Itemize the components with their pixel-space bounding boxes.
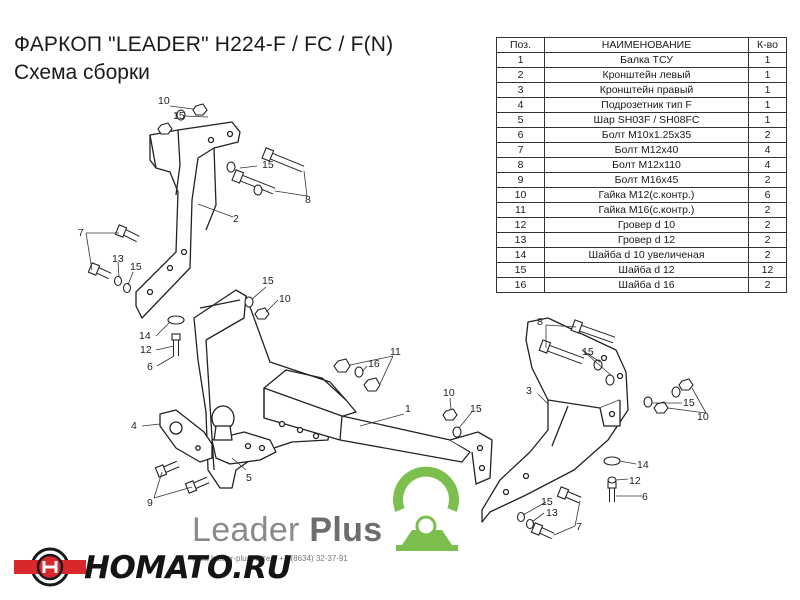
callout-7: 7 [576,521,582,533]
nut-e [678,378,694,391]
bolt-m10-b [607,481,617,502]
bolt-m12x110-a [261,147,305,173]
tow-ball [211,405,277,465]
callout-16: 16 [368,358,380,370]
callout-10: 10 [158,95,170,107]
bolt-m12x40-d [530,522,555,540]
bolt-m12x110-c [570,319,616,344]
callout-15: 15 [683,397,695,409]
washer-c [253,184,263,196]
washer-a [176,109,186,121]
bolt-m10-a [171,333,181,356]
callout-3: 3 [526,385,532,397]
callout-5: 5 [246,472,252,484]
washer-l [671,386,681,398]
page-subtitle: Схема сборки [14,61,150,84]
right-bracket [481,317,629,523]
nut-f [653,401,669,414]
cell-name: Кронштейн правый [544,82,749,98]
callout-14: 14 [637,459,649,471]
nut-b [157,122,173,135]
washer-big-b [603,456,621,466]
callout-6: 6 [147,361,153,373]
leader-lines [85,105,707,536]
callout-15: 15 [541,496,553,508]
callout-10: 10 [443,387,455,399]
nut-d [442,408,458,421]
callout-4: 4 [131,420,137,432]
washer-f [244,296,254,308]
brand-name-light: Leader [192,511,300,549]
callout-8: 8 [537,316,543,328]
callout-2: 2 [233,213,239,225]
washer-b [226,161,236,173]
washer-o [607,476,617,484]
cell-qty: 2 [748,277,787,293]
washer-g [354,366,364,378]
callout-12: 12 [140,344,152,356]
leader-plus-logo-mark [393,466,459,551]
callout-11: 11 [390,346,401,358]
washer-k [643,396,653,408]
washer-d [113,275,123,287]
left-bracket [135,121,241,319]
callout-15: 15 [262,275,274,287]
bolt-m16-a [154,460,180,478]
callout-14: 14 [139,330,151,342]
brand-contacts: www.leader-plus.ru тел. +7 (8634) 32-37-… [192,554,348,563]
callout-15: 15 [470,403,482,415]
callout-15: 15 [262,159,274,171]
callout-10: 10 [697,411,709,423]
brand-name-bold: Plus [309,511,383,549]
callout-10: 10 [279,293,291,305]
callout-6: 6 [642,491,648,503]
homato-watermark: HOMATO.RU [84,550,292,586]
bolt-m16-b [184,476,210,494]
washer-j [605,374,615,386]
washer-big-a [167,315,185,325]
bolt-m12x110-b [231,169,276,195]
nut-m16-a [333,358,351,373]
nut-m16-b [363,377,381,392]
washer-e [122,282,132,294]
callout-labels: 10 15 15 8 2 7 13 15 15 10 14 12 6 11 16… [78,95,709,533]
bolt-m12x40-c [556,486,582,504]
nut-c [254,307,270,320]
callout-1: 1 [405,403,411,415]
homato-logo-icon [14,547,86,587]
callout-13: 13 [546,507,558,519]
bolt-m12x40-a [114,224,140,243]
cell-name: Болт M12x40 [544,142,749,158]
callout-8: 8 [305,194,311,206]
page-title: ФАРКОП "LEADER" H224-F / FC / F(N) [14,33,394,56]
washer-h [452,426,462,438]
brand-name: Leader Plus [192,511,382,550]
washer-m [525,518,535,530]
callout-15: 15 [130,261,142,273]
cell-name: Шайба d 16 [544,277,749,293]
washer-n [516,511,526,523]
nut-a [192,103,208,116]
cell-name: Болт M12x110 [544,157,749,173]
socket-plate [159,409,213,463]
callout-15: 15 [582,346,594,358]
callout-9: 9 [147,497,153,509]
callout-12: 12 [629,475,641,487]
bolt-m12x110-d [538,339,585,365]
callout-7: 7 [78,227,84,239]
callout-15: 15 [173,110,185,122]
callout-13: 13 [112,253,124,265]
